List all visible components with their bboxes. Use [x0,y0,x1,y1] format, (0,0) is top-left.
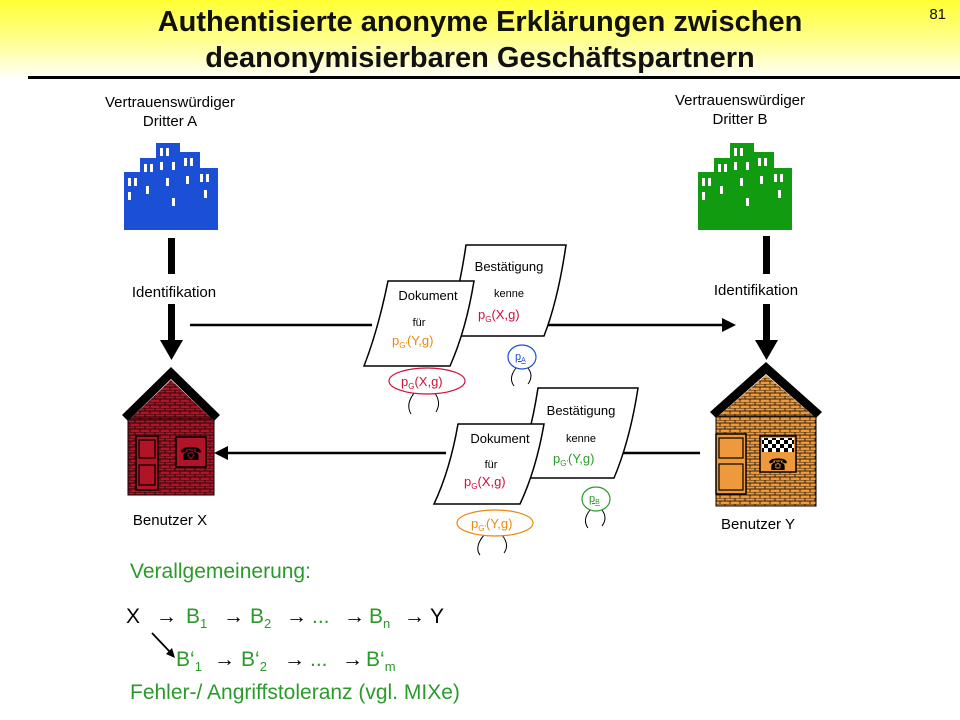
chain-item: B‘m [366,648,396,674]
chain-item: B2 [250,605,271,631]
city-building-a-icon [124,143,218,230]
chain-arrow: → [223,605,244,628]
chain-item: Bn [369,605,390,631]
chain-item: B‘2 [241,648,267,674]
svg-text:pG(X,g): pG(X,g) [401,374,443,391]
trusted-b-line1: Vertrauenswürdiger [674,92,806,109]
chain-item: ... [310,648,328,671]
svg-text:pB: pB [589,493,600,506]
house-user-x-icon: ☎ [122,367,220,496]
title-divider [28,76,960,79]
slide-title: Authentisierte anonyme Erklärungen zwisc… [0,4,960,76]
document-card-bottom: Dokument für pG(X,g) [432,423,545,505]
svg-text:pG'(Y,g): pG'(Y,g) [553,451,594,468]
svg-text:kenne: kenne [494,288,524,300]
message-arrow-y-to-x [214,446,700,460]
chain-arrow: → [344,605,365,628]
branch-arrow [151,632,175,658]
chain-arrow: → [342,648,363,671]
chain-arrow: → [214,648,235,671]
chain-row-2: B‘1 → B‘2 → ... → B‘m [176,648,396,674]
message-arrow-x-to-y [190,318,736,332]
generalization-heading: Verallgemeinerung: [130,560,311,583]
chain-arrow: → [404,605,425,628]
title-band [0,0,960,80]
chain-item: ... [312,605,330,628]
chain-row-1: X → B1 → B2 → ... → Bn → Y [126,605,444,631]
trusted-b-line2: Dritter B [712,111,768,128]
fault-tolerance-note: Fehler-/ Angriffstoleranz (vgl. MIXe) [130,681,460,704]
identification-arrow-a [160,238,183,360]
chain-end: Y [430,605,444,628]
chain-start: X [126,605,140,628]
chain-arrow: → [156,605,177,628]
user-y-label: Benutzer Y [721,516,795,533]
chain-item: B‘1 [176,648,202,674]
svg-text:pG'(Y,g): pG'(Y,g) [471,516,512,533]
identification-label-a: Identifikation [131,284,217,301]
svg-text:Bestätigung: Bestätigung [475,259,544,274]
pseudonym-seal-bottom: pG'(Y,g) [456,509,534,556]
chain-arrow: → [286,605,307,628]
pseudonym-seal-top: pG(X,g) [388,367,466,415]
signature-seal-top: pA [507,344,537,387]
house-user-y-icon: ☎ [710,362,822,507]
signature-seal-bottom: pB [581,486,611,529]
svg-text:für: für [485,459,498,471]
trusted-third-party-a-label: Vertrauenswürdiger Dritter A [70,93,270,131]
svg-text:Bestätigung: Bestätigung [547,403,616,418]
svg-text:pG(X,g): pG(X,g) [478,307,520,324]
svg-text:kenne: kenne [566,433,596,445]
phone-icon-y: ☎ [768,457,788,474]
title-line-2: deanonymisierbaren Geschäftspartnern [205,42,755,74]
title-line-1: Authentisierte anonyme Erklärungen zwisc… [157,6,803,38]
city-building-b-icon [698,143,792,230]
trusted-third-party-b-label: Vertrauenswürdiger Dritter B [640,91,840,129]
identification-label-b: Identifikation [713,282,799,299]
chain-arrow: → [284,648,305,671]
page-number: 81 [929,6,946,23]
trusted-a-line2: Dritter A [142,113,198,130]
user-x-label: Benutzer X [132,512,208,529]
phone-icon: ☎ [180,444,202,464]
document-card-top: Dokument für pG'(Y,g) [362,280,475,367]
confirmation-card-bottom: Bestätigung kenne pG'(Y,g) [512,387,639,479]
svg-text:Dokument: Dokument [470,431,530,446]
svg-text:pA: pA [515,351,526,364]
trusted-a-line1: Vertrauenswürdiger [104,94,236,111]
identification-arrow-b [755,236,778,360]
chain-item: B1 [186,605,207,631]
svg-text:für: für [413,317,426,329]
confirmation-card-top: Bestätigung kenne pG(X,g) [442,244,567,337]
svg-text:pG(X,g): pG(X,g) [464,474,506,491]
svg-text:Dokument: Dokument [398,288,458,303]
svg-text:pG'(Y,g): pG'(Y,g) [392,333,433,350]
